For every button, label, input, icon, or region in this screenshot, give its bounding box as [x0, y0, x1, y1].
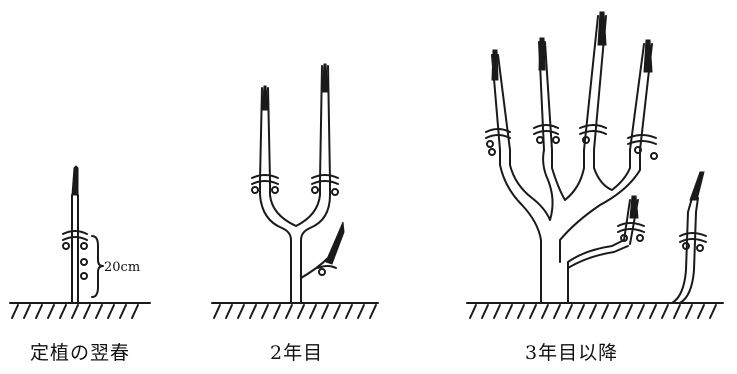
stage3-vine [467, 12, 723, 318]
stage2-bud [252, 187, 258, 193]
stage1-caption: 定植の翌春 [30, 338, 130, 365]
stage3-ground-hatch [470, 305, 716, 318]
stage3-caption: 3年目以降 [525, 338, 618, 365]
stage2-side-cut-mark [318, 266, 336, 268]
stage2-caption: 2年目 [270, 338, 323, 365]
stage3-bud [651, 153, 657, 159]
stage3-cane-2-tip [539, 38, 545, 70]
stage1-bud [81, 273, 87, 279]
stage2-right-arm-outer [301, 180, 330, 303]
stage3-cut-mark [580, 125, 606, 134]
stage3-trunk-right-lower [568, 240, 624, 303]
stage3-bud [697, 245, 703, 251]
stage2-ground-hatch [214, 305, 376, 318]
stage3-bud [637, 235, 643, 241]
stage3-inner-middle-arm [552, 150, 584, 200]
stage1-young-vine: 20cm [10, 166, 150, 318]
stage1-dimension-brace [92, 236, 103, 297]
stage3-inner-left-arm [510, 150, 553, 220]
stage3-bud [489, 149, 495, 155]
stage1-bud [63, 243, 69, 249]
stage2-bud [319, 269, 325, 275]
stage3-cane-4-tip [644, 40, 652, 72]
stage1-cut-mark [63, 231, 87, 240]
stage3-bud [553, 137, 559, 143]
stage2-cut-mark-right [312, 175, 338, 184]
stage3-cut-mark [534, 125, 558, 134]
stage1-ground-hatch [12, 305, 138, 318]
stage2-side-shoot-tip [326, 222, 344, 264]
stage2-cut-mark-left [252, 175, 278, 184]
stage1-bud [81, 259, 87, 265]
stage2-bud [312, 187, 318, 193]
stage3-ground-shoot-tip [690, 172, 704, 200]
stage3-bud [537, 137, 543, 143]
stage2-vine [212, 64, 378, 318]
stage2-bud [332, 189, 338, 195]
stage3-cane-1-tip [492, 50, 498, 80]
stage3-inner-right-arm [594, 150, 630, 190]
stage3-trunk-left-outer [500, 150, 541, 303]
stage3-cane-3-tip [598, 12, 606, 45]
stage3-side-cane-tip [630, 196, 638, 218]
stage2-bud [272, 187, 278, 193]
stage1-shoot-tip [72, 166, 78, 195]
stage1-trunk [72, 195, 78, 303]
stage3-ground-shoot [672, 212, 696, 303]
stage3-cut-mark [618, 223, 644, 232]
stage3-cut-mark [680, 233, 706, 242]
stage3-bud [635, 147, 641, 153]
stage2-left-arm-outer [260, 180, 291, 303]
stage1-bud [81, 243, 87, 249]
stage3-bud [487, 141, 493, 147]
stage1-dimension-label: 20cm [104, 260, 140, 275]
